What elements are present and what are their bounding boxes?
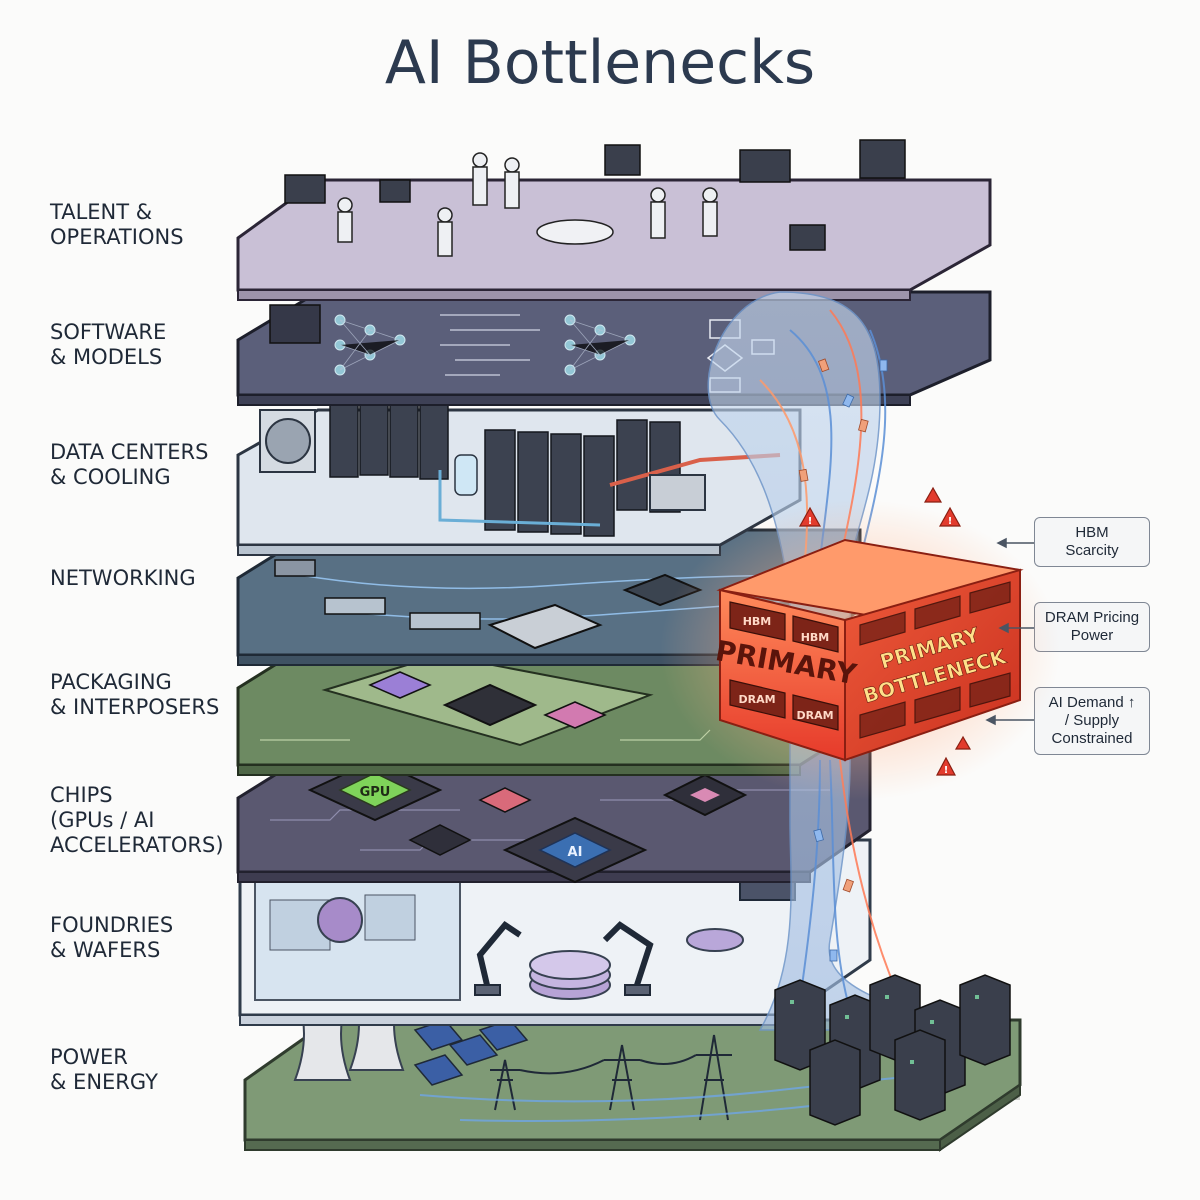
cube-cell-hbm-2: HBM [801, 631, 830, 644]
gpu-chip-label: GPU [360, 785, 391, 800]
layer-label-datacenters: DATA CENTERS & COOLING [50, 440, 209, 489]
layer-label-software: SOFTWARE & MODELS [50, 320, 167, 369]
layer-label-chips: CHIPS (GPUs / AI ACCELERATORS) [50, 783, 224, 857]
callout-hbm-scarcity: HBM Scarcity [1034, 517, 1150, 567]
foundries-layer-top [238, 838, 872, 1017]
callout-ai-demand: AI Demand ↑ / Supply Constrained [1034, 687, 1150, 755]
cube-cell-hbm-1: HBM [743, 615, 772, 628]
primary-bottleneck-cube: HBM HBM DRAM DRAM PRIMARY PRIMARY BOTTLE… [660, 500, 1060, 800]
cube-cell-dram-1: DRAM [738, 693, 775, 706]
layer-label-power: POWER & ENERGY [50, 1045, 158, 1094]
talent-layer-top [236, 178, 992, 292]
layer-label-networking: NETWORKING [50, 566, 196, 590]
layer-software [236, 290, 992, 406]
power-layer-top [243, 1018, 1022, 1142]
ai-chip-label: AI [568, 845, 583, 860]
bottleneck-front-face [719, 588, 846, 762]
bottleneck-side-text-2: BOTTLENECK [860, 644, 1009, 708]
chips-layer-top [236, 748, 872, 874]
callout-connectors [985, 537, 1034, 726]
layer-foundries-wafers [238, 838, 872, 1026]
layer-networking [236, 528, 862, 666]
page-title: AI Bottlenecks [384, 28, 816, 98]
layer-label-talent: TALENT & OPERATIONS [50, 200, 184, 249]
bottleneck-front-text: PRIMARY [713, 634, 860, 691]
packaging-layer-top [236, 638, 872, 767]
callout-dram-pricing: DRAM Pricing Power [1034, 602, 1150, 652]
svg-text:!: ! [948, 516, 953, 527]
layer-datacenters [236, 399, 802, 556]
bottleneck-side-text-1: PRIMARY [877, 622, 982, 673]
layer-label-packaging: PACKAGING & INTERPOSERS [50, 670, 220, 719]
layer-talent [236, 139, 992, 301]
layer-power-energy [243, 989, 1022, 1152]
server-racks [774, 974, 1011, 1126]
networking-layer-top [236, 528, 862, 657]
cube-cell-dram-2: DRAM [796, 709, 833, 722]
layer-label-foundries: FOUNDRIES & WAFERS [50, 913, 174, 962]
layer-chips: GPU AI [236, 748, 872, 884]
svg-text:!: ! [808, 516, 813, 527]
svg-text:!: ! [944, 765, 949, 776]
software-layer-top [236, 290, 992, 397]
datacenters-layer-top [236, 408, 802, 547]
data-flow-funnel [707, 291, 991, 1031]
warning-icon [798, 486, 972, 776]
layer-packaging [236, 638, 872, 776]
bottleneck-side-face [844, 568, 1021, 762]
